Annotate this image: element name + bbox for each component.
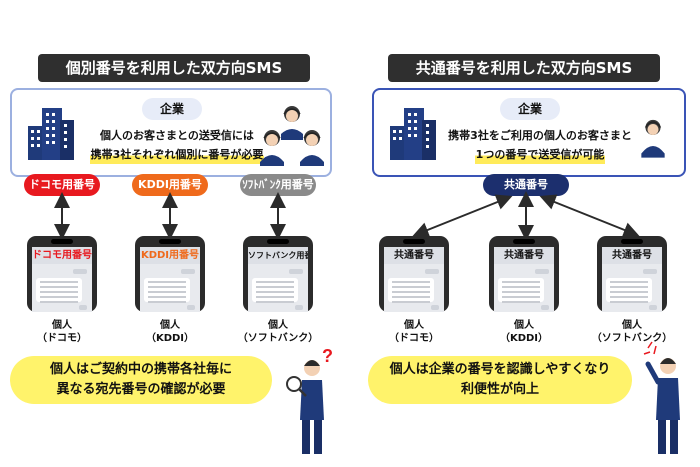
enterprise-label: 企業 (500, 98, 560, 120)
enterprise-label: 企業 (142, 98, 202, 120)
softbank-number-pill: ｿﾌﾄﾊﾞﾝｸ用番号 (240, 174, 316, 196)
enterprise-description: 個人のお客さまとの送受信には 携帯3社それぞれ個別に番号が必要 (82, 126, 272, 164)
phone-softbank: ソフトバンク用番号 (243, 236, 313, 312)
phone-softbank: 共通番号 (597, 236, 667, 312)
caption-kddi: 個人（KDDI） (499, 320, 549, 344)
caption-kddi: 個人（KDDI） (145, 320, 195, 344)
enterprise-box: 企業 携帯3社をご利用の個人のお客さまと 1つの番号で送受信が可能 (372, 88, 686, 177)
caption-softbank: 個人（ソフトバンク） (591, 320, 673, 344)
docomo-number-pill: ドコモ用番号 (24, 174, 100, 196)
office-building-icon (28, 108, 74, 160)
phone-kddi: KDDI用番号 (135, 236, 205, 312)
enterprise-description: 携帯3社をご利用の個人のお客さまと 1つの番号で送受信が可能 (442, 126, 638, 164)
bidirectional-arrows (412, 191, 640, 241)
call-center-operators-icon (260, 106, 324, 166)
shared-conclusion: 個人は企業の番号を認識しやすくなり利便性が向上 (368, 356, 632, 404)
shared-number-panel: 共通番号を利用した双方向SMS 企業 携帯3社をご利用の個人のお客さまと 1つの… (350, 0, 700, 467)
phone-docomo: 共通番号 (379, 236, 449, 312)
individual-number-panel: 個別番号を利用した双方向SMS 企業 個人のお客さまとの送受信には 携帯3社それ (10, 54, 333, 454)
bidirectional-arrows (54, 192, 286, 240)
kddi-number-pill: KDDI用番号 (132, 174, 208, 196)
shared-number-pill: 共通番号 (483, 174, 569, 196)
phone-kddi: 共通番号 (489, 236, 559, 312)
panel-title: 共通番号を利用した双方向SMS (388, 54, 660, 82)
office-building-icon (390, 108, 436, 160)
person-pointing-icon (643, 341, 680, 454)
caption-docomo: 個人（ドコモ） (389, 320, 439, 344)
enterprise-box: 企業 個人のお客さまとの送受信には 携帯3社それぞれ個別に番号が必要 (10, 88, 332, 177)
person-with-magnifier-question-icon: ? (286, 346, 333, 454)
phone-docomo: ドコモ用番号 (27, 236, 97, 312)
svg-text:?: ? (322, 346, 333, 366)
call-center-operator-icon (641, 119, 665, 158)
individual-conclusion: 個人はご契約中の携帯各社毎に異なる宛先番号の確認が必要 (10, 356, 272, 404)
caption-docomo: 個人（ドコモ） (37, 320, 87, 344)
caption-softbank: 個人（ソフトバンク） (237, 320, 319, 344)
panel-title: 個別番号を利用した双方向SMS (38, 54, 310, 82)
